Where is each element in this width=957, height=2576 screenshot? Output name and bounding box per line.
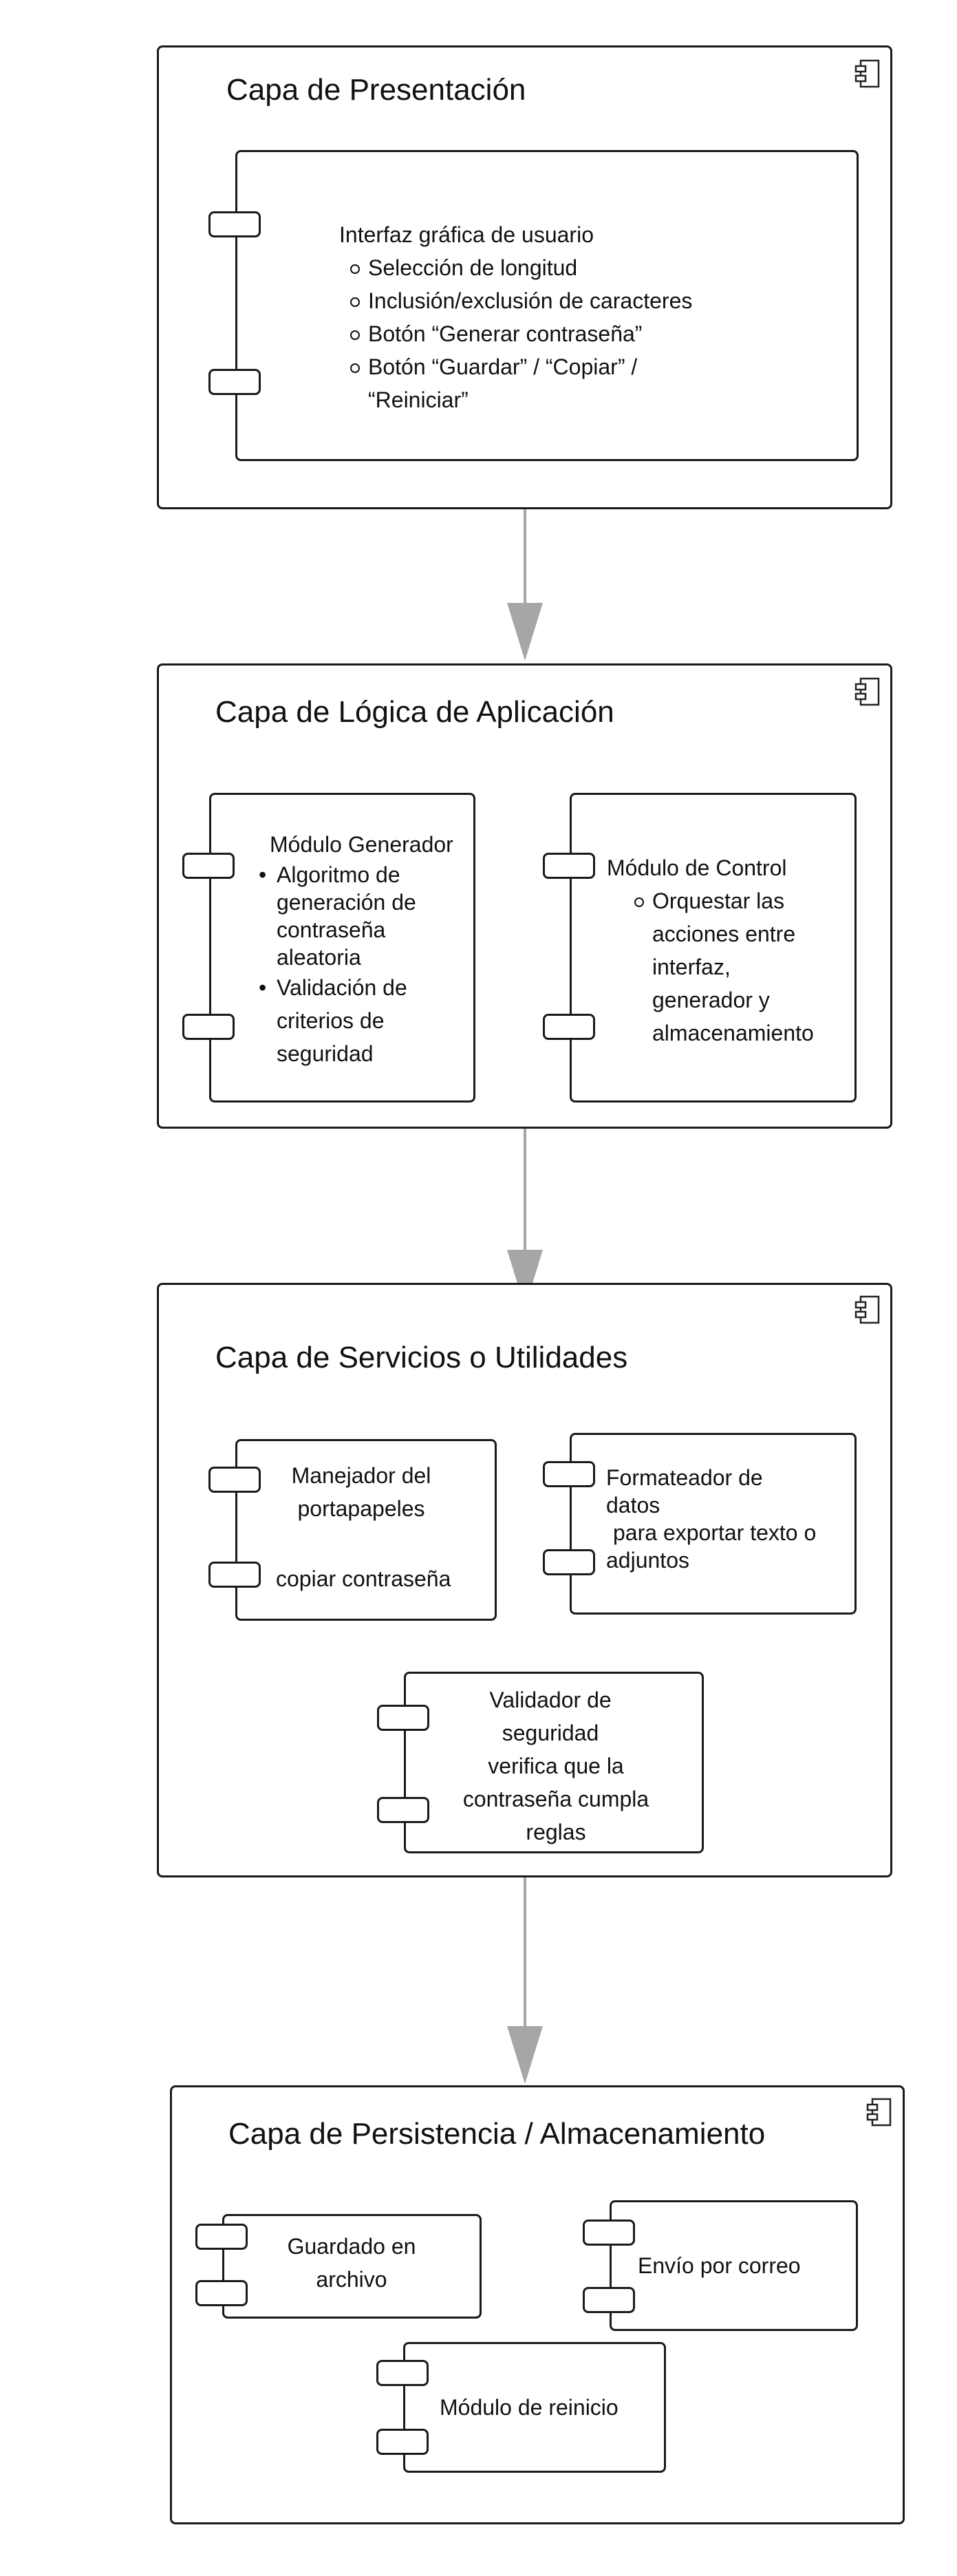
generator-module: Módulo Generador Algoritmo de generación… [209,793,475,1103]
gui-item: Selección de longitud [350,251,821,284]
layer-title: Capa de Lógica de Aplicación [215,695,614,729]
component-port [208,211,261,237]
component-port [377,1705,429,1731]
layer-services: Capa de Servicios o Utilidades Manejador… [157,1283,892,1877]
layer-logic: Capa de Lógica de Aplicación Módulo Gene… [157,663,892,1129]
formatter-name: Formateador de datos [606,1465,763,1518]
generator-text: Módulo Generador Algoritmo de generación… [259,828,469,1070]
control-text: Módulo de Control Orquestar las acciones… [607,851,841,1050]
reset-module: Módulo de reinicio [403,2342,666,2473]
email-label: Envío por correo [638,2253,801,2278]
generator-heading: Módulo Generador [270,832,453,857]
component-port [543,1549,595,1575]
security-validator: Validador de seguridad verifica que la c… [404,1672,704,1853]
gui-text: Interfaz gráfica de usuario Selección de… [339,218,821,416]
component-port [182,853,235,879]
gui-component: Interfaz gráfica de usuario Selección de… [235,150,859,461]
arrow-line [524,509,526,606]
arrow-head [507,603,543,661]
component-icon [854,677,880,706]
control-item: Orquestar las acciones entre interfaz, g… [634,884,831,1050]
component-port [543,1014,595,1040]
component-icon [854,59,880,88]
arrow-line [524,1877,526,2029]
gui-item: Botón “Generar contraseña” [350,317,821,350]
gui-items: Selección de longitud Inclusión/exclusió… [339,251,821,416]
file-save-module: Guardado en archivo [222,2214,482,2319]
clipboard-handler: Manejador del portapapeles copiar contra… [235,1439,497,1621]
file-save-label: Guardado en archivo [287,2234,416,2292]
control-module: Módulo de Control Orquestar las acciones… [570,793,857,1103]
control-items: Orquestar las acciones entre interfaz, g… [607,884,841,1050]
layer-title: Capa de Presentación [226,73,526,107]
component-icon [866,2098,892,2127]
formatter-detail: para exportar texto o adjuntos [606,1520,817,1573]
component-port [543,1461,595,1487]
arrow-head [507,2026,543,2084]
layer-title: Capa de Servicios o Utilidades [215,1341,628,1374]
gui-item: Inclusión/exclusión de caracteres [350,284,821,317]
component-port [376,2360,429,2386]
clipboard-detail: copiar contraseña [276,1566,451,1591]
component-port [182,1014,235,1040]
component-icon [854,1295,880,1324]
gui-item: Botón “Guardar” / “Copiar” / “Reiniciar” [350,350,685,416]
component-port [543,853,595,879]
component-port [208,1562,261,1588]
component-port [376,2429,429,2455]
email-module: Envío por correo [610,2200,858,2331]
component-port [208,1467,261,1493]
layer-presentation: Capa de Presentación Interfaz gráfica de… [157,45,892,509]
arrow-line [524,1129,526,1259]
generator-items: Algoritmo de generación de contraseña al… [259,861,469,1070]
gui-heading: Interfaz gráfica de usuario [339,222,594,247]
control-heading: Módulo de Control [607,855,787,880]
clipboard-name: Manejador del portapapeles [291,1463,431,1521]
component-port [195,2224,248,2250]
component-port [377,1797,429,1823]
component-port [208,369,261,395]
component-port [583,2287,635,2313]
layer-persistence: Capa de Persistencia / Almacenamiento Gu… [170,2085,905,2524]
generator-item: Algoritmo de generación de contraseña al… [259,861,442,971]
component-port [583,2220,635,2246]
layer-title: Capa de Persistencia / Almacenamiento [228,2117,766,2151]
validator-name: Validador de seguridad [489,1688,612,1745]
validator-detail: verifica que la contraseña cumpla reglas [462,1754,649,1844]
data-formatter: Formateador de datos para exportar texto… [570,1433,857,1615]
component-port [195,2280,248,2306]
generator-item: Validación de criterios de seguridad [259,971,442,1070]
reset-label: Módulo de reinicio [440,2395,619,2420]
